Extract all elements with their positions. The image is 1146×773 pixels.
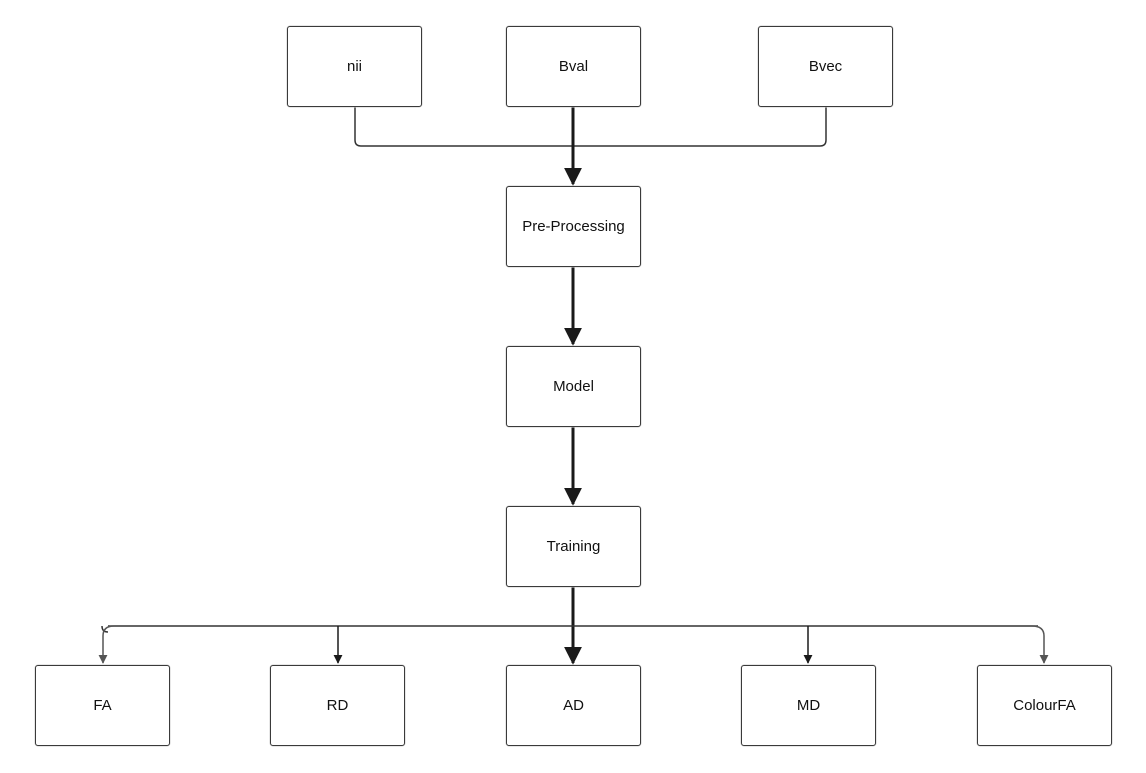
node-ad: AD	[506, 665, 641, 746]
node-bvec: Bvec	[758, 26, 893, 107]
node-colourfa: ColourFA	[977, 665, 1112, 746]
connector-branch-bus	[101, 625, 1038, 633]
arrow-to-fa	[98, 625, 115, 664]
node-md: MD	[741, 665, 876, 746]
node-bval-label: Bval	[558, 58, 589, 75]
node-nii: nii	[287, 26, 422, 107]
node-training: Training	[506, 506, 641, 587]
node-md-label: MD	[796, 697, 821, 714]
node-preprocessing: Pre-Processing	[506, 186, 641, 267]
node-training-label: Training	[546, 538, 601, 555]
connector-nii-to-merge	[354, 107, 573, 147]
node-rd-label: RD	[326, 697, 349, 714]
node-rd: RD	[270, 665, 405, 746]
node-model-label: Model	[553, 378, 594, 395]
node-colourfa-label: ColourFA	[1013, 697, 1076, 714]
node-fa-label: FA	[93, 697, 112, 714]
node-ad-label: AD	[563, 697, 584, 714]
node-nii-label: nii	[346, 58, 362, 75]
connector-bvec-to-merge	[573, 107, 827, 147]
node-bval: Bval	[506, 26, 641, 107]
node-bvec-label: Bvec	[808, 58, 843, 75]
node-model: Model	[506, 346, 641, 427]
arrow-to-colourfa	[1031, 625, 1049, 664]
node-preprocessing-label: Pre-Processing	[522, 218, 625, 235]
node-fa: FA	[35, 665, 170, 746]
